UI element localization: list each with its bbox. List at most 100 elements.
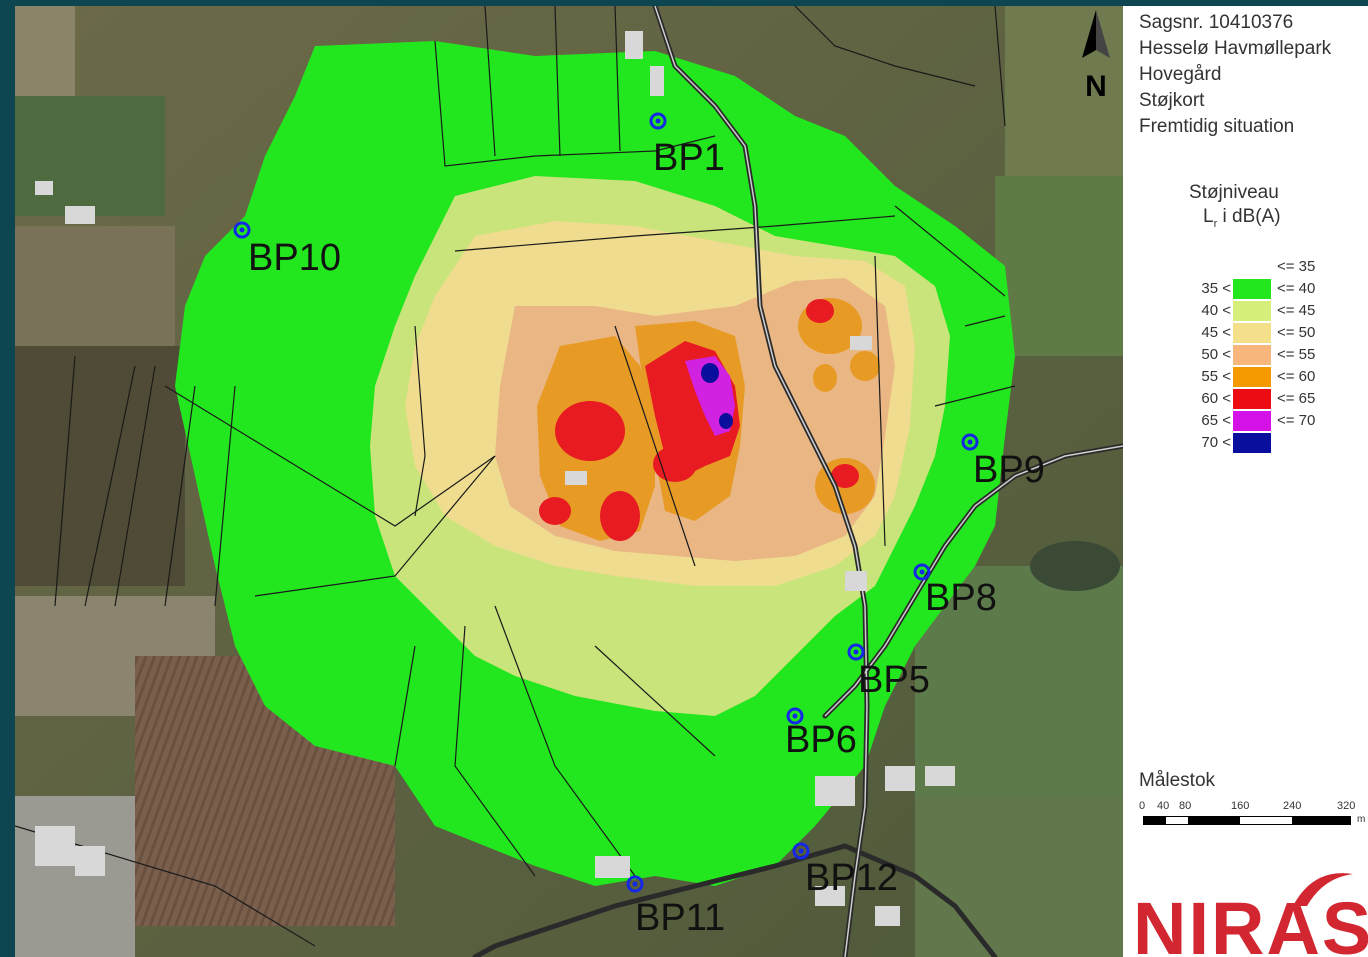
point-label-bp1[interactable]: BP1 bbox=[653, 137, 725, 179]
contour-70-plus-b bbox=[719, 413, 733, 429]
contour-55-60-f bbox=[813, 364, 837, 392]
point-bp8-marker bbox=[913, 563, 931, 581]
point-bp10-marker bbox=[233, 221, 251, 239]
legend-upper-bound: <= 65 bbox=[1277, 390, 1316, 407]
field-topleft bbox=[15, 6, 75, 96]
legend-upper-bound: <= 45 bbox=[1277, 302, 1316, 319]
noise-map[interactable]: BP1 BP10 BP9 BP8 BP5 BP6 BP12 BP11 N bbox=[15, 6, 1123, 957]
point-bp11-marker bbox=[626, 875, 644, 893]
legend-lower-bound: 40 < bbox=[1201, 302, 1231, 319]
point-label-bp10[interactable]: BP10 bbox=[248, 237, 341, 279]
point-label-bp5[interactable]: BP5 bbox=[858, 659, 930, 701]
legend-swatch bbox=[1233, 279, 1271, 299]
legend-upper-bound: <= 60 bbox=[1277, 368, 1316, 385]
legend-panel: Sagsnr. 10410376 Hesselø Havmøllepark Ho… bbox=[1123, 6, 1368, 957]
legend-upper-bound: <= 70 bbox=[1277, 412, 1316, 429]
niras-logo: NIRAS bbox=[1133, 868, 1368, 957]
legend-swatch bbox=[1233, 323, 1271, 343]
point-label-bp8[interactable]: BP8 bbox=[925, 577, 997, 619]
location-name: Hovegård bbox=[1139, 64, 1222, 85]
field-right-mid bbox=[995, 176, 1123, 356]
field-left-dark bbox=[15, 346, 185, 586]
legend-swatch bbox=[1233, 345, 1271, 365]
legend-lower-bound: 60 < bbox=[1201, 390, 1231, 407]
map-type: Støjkort bbox=[1139, 90, 1205, 111]
legend-lower-bound: 65 < bbox=[1201, 412, 1231, 429]
point-bp6-marker bbox=[786, 707, 804, 725]
scale-tick: 0 bbox=[1139, 800, 1146, 812]
project-name: Hesselø Havmøllepark bbox=[1139, 38, 1332, 59]
legend-row: 35 < <= 40 bbox=[1123, 278, 1368, 300]
contour-60-65-b bbox=[555, 401, 625, 461]
legend-top-label: <= 35 bbox=[1277, 258, 1316, 275]
point-label-bp6[interactable]: BP6 bbox=[785, 719, 857, 761]
north-label: N bbox=[1085, 70, 1107, 103]
legend-row: 45 < <= 50 bbox=[1123, 322, 1368, 344]
scale-title: Målestok bbox=[1139, 770, 1216, 791]
field-bottom-right bbox=[915, 796, 1123, 957]
map-info: Sagsnr. 10410376 Hesselø Havmøllepark Ho… bbox=[1139, 10, 1331, 140]
contour-60-65-g bbox=[831, 464, 859, 488]
contour-60-65-d bbox=[539, 497, 571, 525]
legend-lower-bound: 50 < bbox=[1201, 346, 1231, 363]
legend-row: 60 < <= 65 bbox=[1123, 388, 1368, 410]
legend-swatch bbox=[1233, 433, 1271, 453]
field-right-lower bbox=[915, 566, 1123, 796]
case-number: Sagsnr. 10410376 bbox=[1139, 12, 1294, 33]
road-centerlines bbox=[654, 6, 1123, 957]
legend-row: 65 < <= 70 bbox=[1123, 410, 1368, 432]
point-label-bp12[interactable]: BP12 bbox=[805, 857, 898, 899]
contour-60-65-c bbox=[600, 491, 640, 541]
scale-unit: m bbox=[1357, 814, 1366, 825]
field-boundaries bbox=[15, 6, 1016, 947]
field-bottom-grey bbox=[15, 796, 135, 957]
situation: Fremtidig situation bbox=[1139, 116, 1295, 137]
point-bp1-marker bbox=[649, 112, 667, 130]
north-arrow-icon: N bbox=[1082, 10, 1110, 103]
legend-lower-bound: 35 < bbox=[1201, 280, 1231, 297]
field-right-top bbox=[1005, 6, 1123, 176]
legend-upper-bound: <= 50 bbox=[1277, 324, 1316, 341]
point-bp9-marker bbox=[961, 433, 979, 451]
legend-lower-bound: 45 < bbox=[1201, 324, 1231, 341]
contour-55-60-e bbox=[850, 351, 880, 381]
point-label-bp9[interactable]: BP9 bbox=[973, 449, 1045, 491]
legend-swatch bbox=[1233, 411, 1271, 431]
logo-text: NIRAS bbox=[1133, 887, 1368, 957]
logo-swoosh-icon bbox=[1293, 873, 1353, 906]
legend-lower-bound: 70 < bbox=[1201, 434, 1231, 451]
map-canvas: BP1 BP10 BP9 BP8 BP5 BP6 BP12 BP11 bbox=[15, 6, 1123, 957]
contour-70-plus bbox=[701, 363, 719, 383]
scale-tick: 40 bbox=[1157, 800, 1170, 812]
legend-title: Støjniveau bbox=[1189, 182, 1279, 203]
scale-tick: 320 bbox=[1337, 800, 1356, 812]
legend-upper-bound: <= 40 bbox=[1277, 280, 1316, 297]
measurement-point-dots bbox=[239, 118, 973, 887]
scale-tick: 160 bbox=[1231, 800, 1250, 812]
scale-bar bbox=[1143, 816, 1351, 825]
field-left-brown bbox=[15, 226, 175, 346]
scale-ticks: 0 40 80 160 240 320 bbox=[1139, 800, 1368, 814]
point-label-bp11[interactable]: BP11 bbox=[635, 897, 725, 939]
contour-60-65-f bbox=[806, 299, 834, 323]
legend-row: 40 < <= 45 bbox=[1123, 300, 1368, 322]
point-bp12-marker bbox=[792, 842, 810, 860]
legend-swatch bbox=[1233, 389, 1271, 409]
field-left-green bbox=[15, 96, 165, 216]
legend-swatch bbox=[1233, 301, 1271, 321]
legend-row: 55 < <= 60 bbox=[1123, 366, 1368, 388]
scale-tick: 80 bbox=[1179, 800, 1192, 812]
legend-swatch bbox=[1233, 367, 1271, 387]
legend-unit: Lr i dB(A) bbox=[1203, 206, 1281, 230]
legend-row: 50 < <= 55 bbox=[1123, 344, 1368, 366]
measurement-points bbox=[233, 112, 979, 893]
legend-lower-bound: 55 < bbox=[1201, 368, 1231, 385]
legend-top-row: <= 35 bbox=[1123, 256, 1368, 278]
legend-upper-bound: <= 55 bbox=[1277, 346, 1316, 363]
lake bbox=[1030, 541, 1120, 591]
scale-tick: 240 bbox=[1283, 800, 1302, 812]
contour-60-65-e bbox=[653, 446, 697, 482]
buildings bbox=[35, 31, 955, 926]
legend-row: 70 < bbox=[1123, 432, 1368, 454]
point-bp5-marker bbox=[847, 643, 865, 661]
